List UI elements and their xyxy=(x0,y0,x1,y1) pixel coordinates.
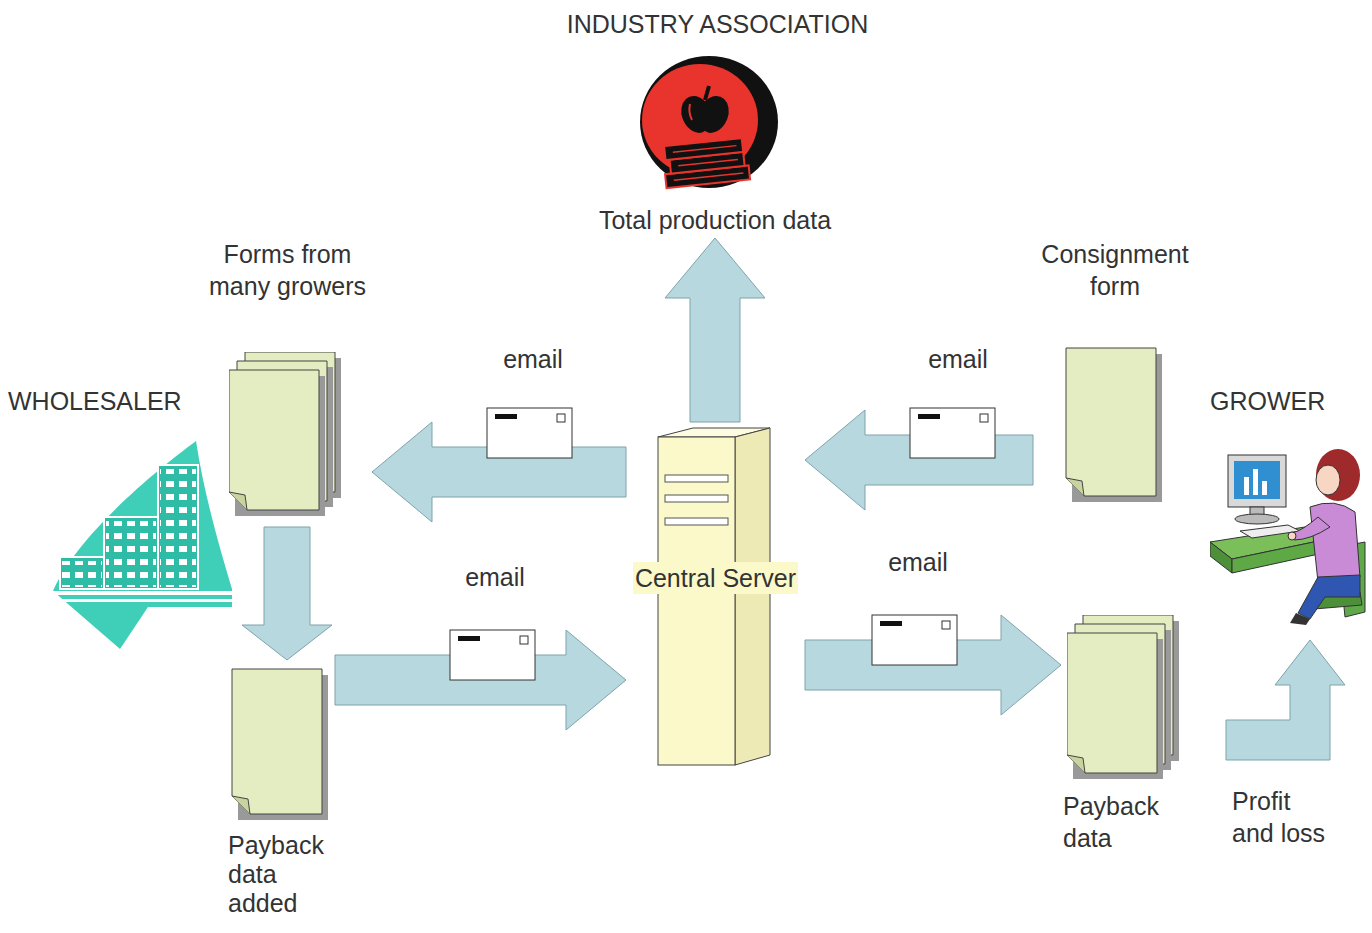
email-envelope xyxy=(487,408,572,458)
document-stack-icon xyxy=(1067,615,1185,780)
document-stack-icon xyxy=(229,352,347,517)
server-tower xyxy=(628,425,803,770)
email-envelope xyxy=(910,408,995,458)
edge-label: Profit and loss xyxy=(1232,785,1328,849)
envelope-stamp xyxy=(942,621,950,629)
edge-label: email xyxy=(888,546,948,578)
document-node: Payback data added xyxy=(228,668,333,918)
wholesaler-node: WHOLESALER xyxy=(8,385,238,654)
central-server-node: Central Server xyxy=(628,425,803,770)
envelope-body xyxy=(910,408,995,458)
block-arrow xyxy=(242,527,332,660)
node-label: Consignment form xyxy=(1035,238,1195,302)
envelope-body xyxy=(450,630,535,680)
block-arrow xyxy=(665,238,765,422)
document-icon xyxy=(231,668,331,821)
envelope-body xyxy=(487,408,572,458)
association-icon xyxy=(540,52,895,202)
node-label: INDUSTRY ASSOCIATION xyxy=(567,8,868,40)
wholesaler-building-icon xyxy=(8,439,238,654)
edge-label: email xyxy=(503,343,563,375)
grower-node: GROWER xyxy=(1210,385,1368,632)
grower-at-computer-icon xyxy=(1210,447,1368,632)
block-arrow xyxy=(805,615,1061,715)
email-envelope xyxy=(450,630,535,680)
envelope-stamp xyxy=(557,414,565,422)
document-icon xyxy=(1065,347,1165,503)
node-label: GROWER xyxy=(1210,385,1325,417)
envelope-stamp xyxy=(520,636,528,644)
document-stack-node: Payback data xyxy=(1063,615,1188,854)
association-node: INDUSTRY ASSOCIATION xyxy=(540,8,895,202)
node-label: WHOLESALER xyxy=(8,385,182,417)
node-label: Payback data added xyxy=(228,831,333,918)
email-envelope xyxy=(872,615,957,665)
envelope-body xyxy=(872,615,957,665)
node-label: Payback data xyxy=(1063,790,1168,854)
envelope-address xyxy=(880,621,902,626)
document-node: Consignment form xyxy=(1035,238,1195,503)
edge-label: email xyxy=(928,343,988,375)
envelope-address xyxy=(458,636,480,641)
envelope-address xyxy=(918,414,940,419)
block-arrow xyxy=(1226,640,1345,760)
block-arrow xyxy=(335,630,626,730)
node-label: Forms from many growers xyxy=(205,238,370,302)
envelope-address xyxy=(495,414,517,419)
edge-label: Total production data xyxy=(599,204,831,236)
edge-label: email xyxy=(465,561,525,593)
envelope-stamp xyxy=(980,414,988,422)
node-label: Central Server xyxy=(633,562,798,594)
document-stack-node: Forms from many growers xyxy=(205,238,370,517)
